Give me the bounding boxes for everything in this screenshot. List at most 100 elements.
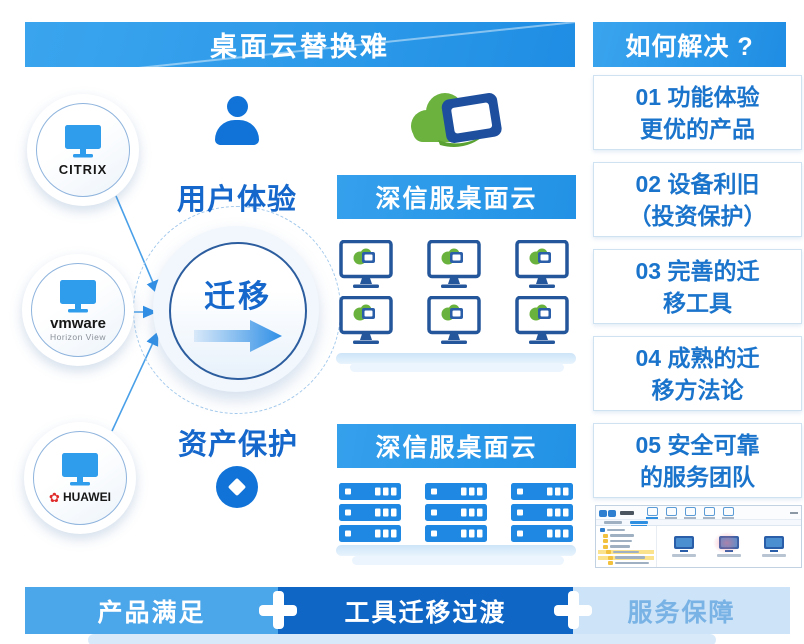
solve-items: 01 功能体验更优的产品 02 设备利旧（投资保护） 03 完善的迁移工具 04 成熟… [593,75,802,498]
console-tool-icons [646,507,734,519]
diamond-icon [227,477,247,497]
console-tool-icon [646,507,658,519]
monitor-icon [60,279,96,312]
console-tool-icon [665,507,677,519]
console-tree-row [598,528,654,532]
person-head [226,96,248,117]
cloud-desktop-icon [427,296,481,346]
console-tree-row [598,561,654,565]
bottom-decorative-strip [88,634,716,644]
server-icon [339,483,401,500]
server-platform [336,545,576,556]
server-icon [339,504,401,521]
bottom-segment-product-label: 产品满足 [97,598,206,627]
console-logo-icon [599,509,616,517]
server-icon [339,525,401,542]
cloud-desktop-icon [339,296,393,346]
monitor-icon [62,453,98,486]
vendor-circle-huawei: ✿ HUAWEI [24,422,136,534]
huawei-logo: ✿ HUAWEI [49,490,111,504]
desktop-platform [336,353,576,364]
monitor-icon [65,124,101,157]
solve-item-line2: 更优的产品 [640,115,755,142]
sangfor-server-banner: 深信服桌面云 [337,424,576,468]
cloud-desktop-icon [515,296,569,346]
plus-icon [554,591,592,629]
solve-banner-title: 如何解决 ? [625,32,754,61]
solve-item-line2: 移方法论 [651,376,744,403]
person-body [215,120,259,145]
user-experience-label: 用户体验 [176,184,297,216]
console-tree-row [598,544,654,549]
desktop-platform-shadow [350,363,564,372]
console-tabs [596,520,801,526]
sangfor-server-banner-title: 深信服桌面云 [375,434,538,462]
cloud-desktop-icon [515,240,569,290]
bottom-segment-product: 产品满足 [25,587,278,634]
solve-item-line1: 05 安全可靠 [635,431,760,458]
console-body [596,526,801,567]
console-tab-active [630,521,648,524]
person-icon [214,96,260,145]
console-tab [604,521,622,524]
solve-item-line1: 01 功能体验 [635,83,760,110]
server-icon [511,483,573,500]
console-tool-icon [722,507,734,519]
server-icon [511,504,573,521]
solve-item-2: 02 设备利旧（投资保护） [593,162,802,237]
minimize-icon [790,512,798,514]
console-tree-row [598,539,654,543]
sangfor-desktop-banner: 深信服桌面云 [337,175,576,219]
migration-arrow-icon [194,319,282,352]
problem-banner: 桌面云替换难 [25,22,575,67]
solve-banner: 如何解决 ? [593,22,786,67]
asset-protection-label: 资产保护 [177,429,298,461]
cloud-desktop-icon [339,240,393,290]
console-tree-row [598,550,654,554]
console-desktop-icon [712,532,741,557]
console-folder-tree [596,526,657,567]
server-icon [425,504,487,521]
problem-banner-title: 桌面云替换难 [210,32,390,62]
console-desktop-list [657,526,801,567]
server-icon [425,483,487,500]
bottom-segment-tools-label: 工具迁移过渡 [344,598,507,627]
vendor-circle-huawei-inner: ✿ HUAWEI [33,431,127,525]
cloud-desktop-icon [427,240,481,290]
sangfor-cloud-logo [411,93,502,147]
citrix-logo: CITRIX [58,161,108,177]
solve-item-4: 04 成熟的迁移方法论 [593,336,802,411]
console-toolbar [596,506,801,520]
vendor-circle-vmware-inner: vmware Horizon View [31,263,125,357]
solve-item-line1: 04 成熟的迁 [635,344,760,371]
vendor-circle-citrix: CITRIX [27,94,139,206]
vmware-sub-label: Horizon View [50,331,106,342]
solve-item-line2: （投资保护） [628,202,767,229]
bottom-segment-tools: 工具迁移过渡 [278,587,573,634]
huawei-label: HUAWEI [62,490,111,504]
console-desktop-icon [671,536,696,557]
solve-item-line2: 移工具 [663,289,732,316]
console-tool-icon [684,507,696,519]
migration-label: 迁移 [204,278,272,314]
server-platform-shadow [352,556,564,565]
plus-icon [259,591,297,629]
sangfor-desktop-banner-title: 深信服桌面云 [375,185,538,213]
vendor-circle-vmware: vmware Horizon View [22,254,134,366]
console-screenshot [595,505,802,568]
console-tree-row [598,555,654,560]
bottom-segment-service-label: 服务保障 [627,598,736,627]
console-tool-icon [703,507,715,519]
vendor-circle-citrix-inner: CITRIX [36,103,130,197]
console-desktop-icon [762,536,787,557]
solve-item-line2: 的服务团队 [640,463,755,490]
server-icon [511,525,573,542]
solve-item-line1: 03 完善的迁 [635,257,760,284]
asset-protection-badge [216,466,258,508]
migration-circle: 迁移 [169,242,307,380]
console-logo-text [620,511,634,515]
vmware-logo: vmware [50,314,106,332]
console-tree-row [598,533,654,538]
solve-item-3: 03 完善的迁移工具 [593,249,802,324]
